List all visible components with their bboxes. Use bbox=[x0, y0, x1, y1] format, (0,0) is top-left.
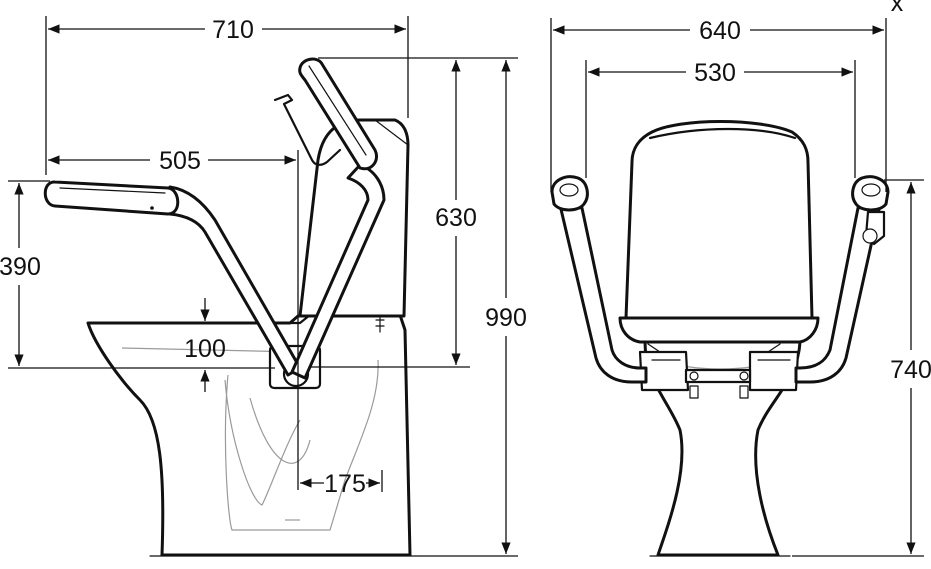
front-bowl bbox=[643, 340, 802, 557]
side-bolt bbox=[375, 317, 385, 333]
front-arm-right bbox=[794, 175, 890, 384]
front-seat bbox=[618, 316, 820, 344]
front-arm-left bbox=[550, 175, 648, 384]
dim-label-390: 390 bbox=[0, 253, 41, 281]
dim-label-990: 990 bbox=[485, 304, 527, 332]
front-view: 640 530 740 x bbox=[550, 0, 931, 557]
front-cistern-lid bbox=[648, 127, 797, 140]
side-arm-lowered-grip bbox=[43, 180, 180, 216]
side-arm-raised bbox=[290, 57, 386, 380]
dim-label-175: 175 bbox=[324, 470, 366, 498]
dim-label-710: 710 bbox=[212, 16, 254, 44]
side-bowl-trap-hidden bbox=[121, 347, 379, 531]
side-view: 710 505 390 100 175 630 990 bbox=[0, 16, 527, 557]
dim-label-505: 505 bbox=[159, 147, 201, 175]
dim-label-630: 630 bbox=[435, 204, 477, 232]
dim-label-530: 530 bbox=[694, 59, 736, 87]
dim-label-740: 740 bbox=[890, 356, 931, 384]
front-mounting-plate bbox=[638, 343, 800, 399]
side-roll-holder bbox=[273, 93, 342, 166]
side-cistern bbox=[298, 118, 410, 318]
side-bowl-body bbox=[86, 313, 412, 557]
dim-label-640: 640 bbox=[699, 17, 741, 45]
dim-label-100: 100 bbox=[184, 335, 226, 363]
front-cistern bbox=[624, 120, 814, 320]
side-arm-lowered bbox=[43, 180, 302, 377]
corner-mark: x bbox=[891, 0, 904, 17]
side-cistern-lid-line bbox=[374, 119, 409, 146]
